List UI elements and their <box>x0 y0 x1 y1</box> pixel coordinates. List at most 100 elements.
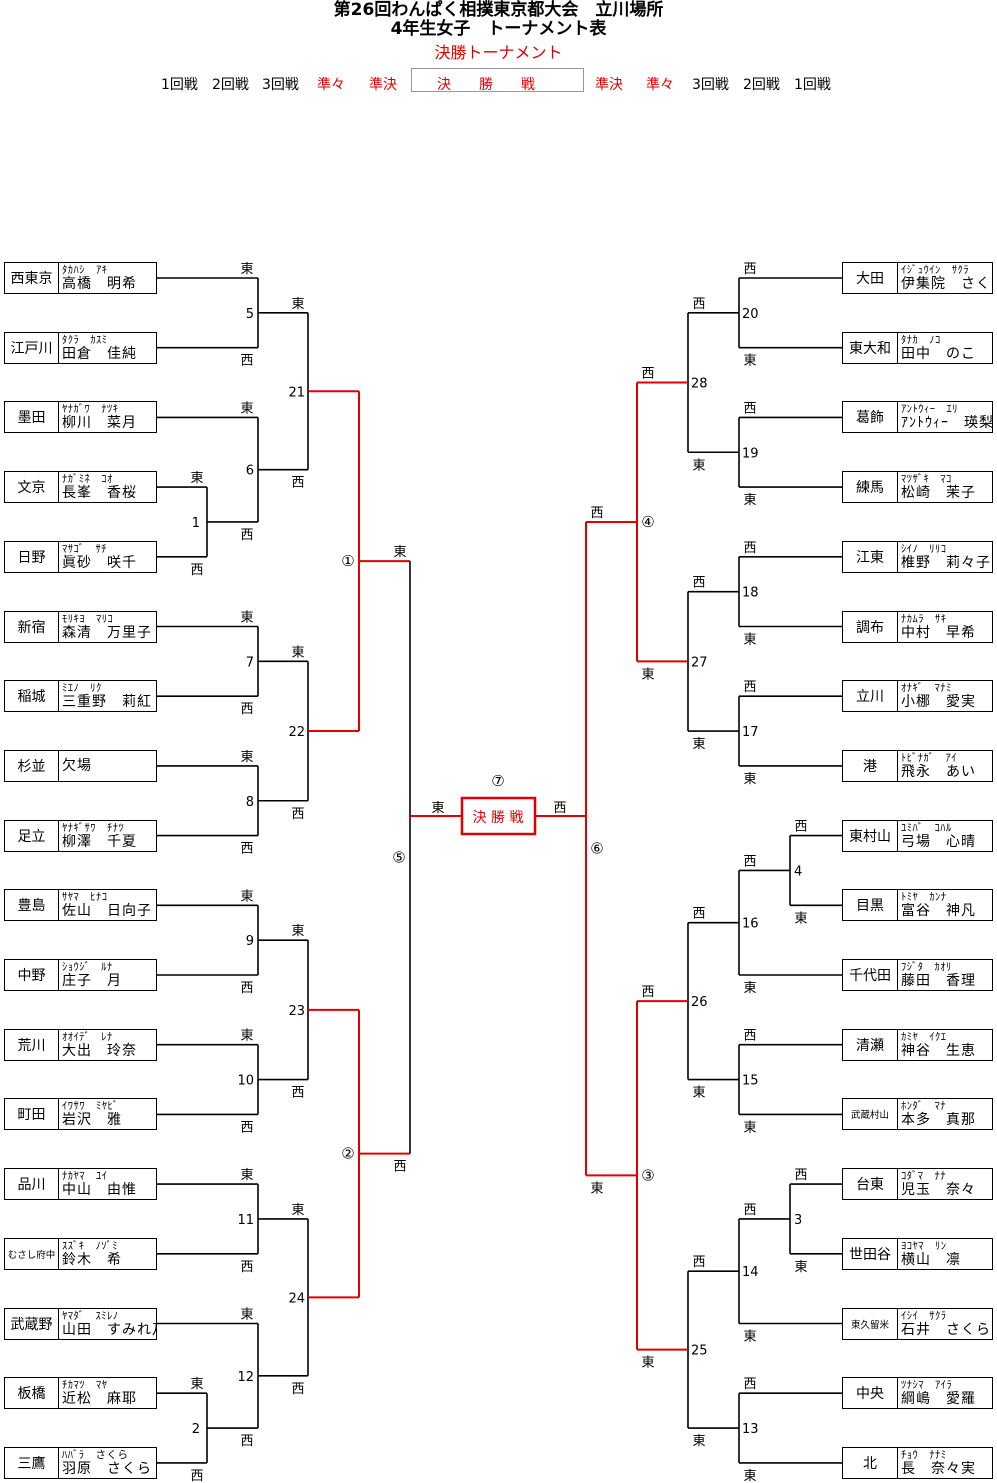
team-names: ﾐｴﾉ ﾘｸ三重野 莉紅 <box>59 681 156 711</box>
bracket-label: 27 <box>691 655 708 670</box>
bracket-label: 18 <box>742 586 759 601</box>
right-team-entry: 千代田ﾌｼﾞﾀ ｶｵﾘ藤田 香理 <box>842 959 993 991</box>
tournament-title: 第26回わんぱく相撲東京都大会 立川場所 <box>333 0 664 20</box>
wrestler-name: 小梛 愛実 <box>901 694 976 711</box>
bracket-label: 西 <box>743 680 756 695</box>
bracket-label: 東 <box>190 1376 203 1392</box>
bracket-label: 東 <box>190 470 203 486</box>
left-team-entry: 品川ﾅｶﾔﾏ ﾕｲ中山 由惟 <box>4 1168 157 1201</box>
bracket-label: 西 <box>641 985 654 1000</box>
left-team-entry: 足立ﾔﾅｷﾞｻﾜ ﾁﾅﾂ柳澤 千夏 <box>4 819 157 852</box>
wrestler-name: 本多 真那 <box>901 1112 976 1129</box>
wrestler-name: 山田 すみれ乃 <box>62 1321 156 1338</box>
team-ward: 杉並 <box>5 750 59 781</box>
bracket-label: 22 <box>288 725 305 740</box>
bracket-label: 東 <box>794 910 807 926</box>
right-team-entry: 江東ｼｲﾉ ﾘﾘｺ椎野 莉々子 <box>842 540 993 573</box>
left-team-entry: 江戸川ﾀｸﾗ ｶｽﾐ田倉 佳純 <box>4 331 157 364</box>
team-ward: 町田 <box>5 1099 59 1130</box>
bracket-label: 西 <box>743 541 756 556</box>
bracket-label: 東 <box>291 1202 304 1218</box>
tournament-subtitle: 4年生女子 トーナメント表 <box>390 19 607 39</box>
team-ward: 文京 <box>5 472 59 503</box>
right-team-entry: 北ﾁｮｳ ﾅﾅﾐ長 奈々実 <box>842 1446 993 1479</box>
bracket-label: 西 <box>240 702 253 717</box>
wrestler-kana: ｲｼﾞｭｳｲﾝ ｻｸﾗ <box>901 264 969 276</box>
team-ward: 東久留米 <box>843 1308 898 1339</box>
right-team-entry: 目黒ﾄﾐﾔ ｶﾝﾅ富谷 神凡 <box>842 889 993 922</box>
team-names: ﾀｸﾗ ｶｽﾐ田倉 佳純 <box>59 333 156 363</box>
right-team-entry: 世田谷ﾖｺﾔﾏ ﾘﾝ横山 凛 <box>842 1237 993 1270</box>
left-team-entry: むさし府中ｽｽﾞｷ ﾉｿﾞﾐ鈴木 希 <box>4 1237 157 1270</box>
wrestler-kana: ﾏｻｺﾞ ｻﾁ <box>62 542 107 555</box>
bracket-label: 西 <box>743 854 756 869</box>
team-ward: 大田 <box>843 263 898 293</box>
bracket-label: 西 <box>291 807 304 822</box>
bracket-label: 西 <box>692 907 705 922</box>
wrestler-kana: ｽｽﾞｷ ﾉｿﾞﾐ <box>62 1239 118 1252</box>
team-ward: 足立 <box>5 820 59 851</box>
bracket-label: 4 <box>794 864 802 879</box>
bracket-label: 14 <box>742 1265 759 1280</box>
team-ward: 墨田 <box>5 402 59 433</box>
bracket-label: 西 <box>743 401 756 416</box>
bracket-label: 西 <box>240 1434 253 1449</box>
bracket-label: 8 <box>246 795 254 810</box>
team-ward: 調布 <box>843 611 898 642</box>
wrestler-kana: ﾀｶﾊｼ ｱｷ <box>62 264 108 276</box>
team-names: ﾁｶﾏﾂ ﾏﾔ近松 麻耶 <box>59 1378 156 1408</box>
bracket-label: 9 <box>246 934 254 949</box>
bracket-label: 東 <box>240 261 253 277</box>
bracket-label: 19 <box>742 446 759 461</box>
bracket-label: 24 <box>288 1291 305 1306</box>
wrestler-name: 飛永 あい <box>901 763 976 780</box>
bracket-label: 23 <box>288 1004 305 1019</box>
wrestler-name: 富谷 神凡 <box>901 903 976 920</box>
wrestler-kana: ﾔﾏﾀﾞ ｽﾐﾚﾉ <box>62 1309 119 1322</box>
right-team-entry: 葛飾ｱﾝﾄｳｨｰ ｴﾘｱﾝﾄｳｨｰ 瑛梨 <box>842 401 993 434</box>
wrestler-kana: ﾔﾅｶﾞﾜ ﾅﾂｷ <box>62 403 119 416</box>
right-team-entry: 調布ﾅｶﾑﾗ ｻｷ中村 早希 <box>842 610 993 643</box>
bracket-label: 12 <box>237 1370 254 1385</box>
right-team-entry: 台東ｺﾀﾞﾏ ﾅﾅ児玉 奈々 <box>842 1168 993 1201</box>
bracket-label: 西 <box>743 1377 756 1392</box>
bracket-label: 7 <box>246 655 254 670</box>
wrestler-name: 伊集院 さくら <box>901 276 992 292</box>
wrestler-kana: ｲｼｲ ｻｸﾗ <box>901 1309 947 1322</box>
bracket-label: 25 <box>691 1344 708 1359</box>
team-names: ｲｼｲ ｻｸﾗ石井 さくら <box>898 1309 992 1339</box>
wrestler-name: 中山 由惟 <box>62 1182 137 1199</box>
bracket-label: 2 <box>192 1422 200 1437</box>
right-team-entry: 練馬ﾏﾂｻﾞｷ ﾏｺ松崎 茉子 <box>842 471 993 504</box>
team-ward: 豊島 <box>5 890 59 921</box>
team-names: ﾌｼﾞﾀ ｶｵﾘ藤田 香理 <box>898 960 992 990</box>
wrestler-name: 田倉 佳純 <box>62 345 137 362</box>
bracket-label: 東 <box>692 736 705 752</box>
round-label-right-qf: 準々 <box>646 77 674 93</box>
team-ward: 中央 <box>843 1378 898 1409</box>
bracket-label: 1 <box>192 516 200 531</box>
left-team-entry: 西東京ﾀｶﾊｼ ｱｷ高橋 明希 <box>4 262 157 294</box>
wrestler-kana: ｵｵｲﾃﾞ ﾚﾅ <box>62 1030 113 1043</box>
team-names: ﾅｶﾔﾏ ﾕｲ中山 由惟 <box>59 1169 156 1199</box>
final-tournament-label: 決勝トーナメント <box>434 43 563 62</box>
wrestler-kana: ﾊﾊﾞﾗ さくら <box>62 1448 129 1461</box>
bracket-label: 東 <box>641 1355 654 1371</box>
team-ward: 武蔵村山 <box>843 1099 898 1130</box>
bracket-label: 21 <box>288 385 305 400</box>
wrestler-kana: ﾏﾂｻﾞｷ ﾏｺ <box>901 473 952 486</box>
team-names: 欠場 <box>59 751 156 781</box>
team-ward: 東村山 <box>843 820 898 851</box>
bracket-label: 26 <box>691 995 708 1010</box>
wrestler-name: 眞砂 咲千 <box>62 554 137 571</box>
wrestler-kana: ﾂﾅｼﾏ ｱｲﾗ <box>901 1379 953 1392</box>
wrestler-name: 田中 のこ <box>901 345 976 362</box>
bracket-label: 西 <box>743 1203 756 1218</box>
team-names: ﾖｺﾔﾏ ﾘﾝ横山 凛 <box>898 1239 992 1269</box>
round-label-right-sf: 準決 <box>595 77 623 93</box>
bracket-label: 東 <box>743 771 756 787</box>
wrestler-kana: ﾅｶﾔﾏ ﾕｲ <box>62 1170 108 1183</box>
team-ward: 三鷹 <box>5 1447 59 1478</box>
